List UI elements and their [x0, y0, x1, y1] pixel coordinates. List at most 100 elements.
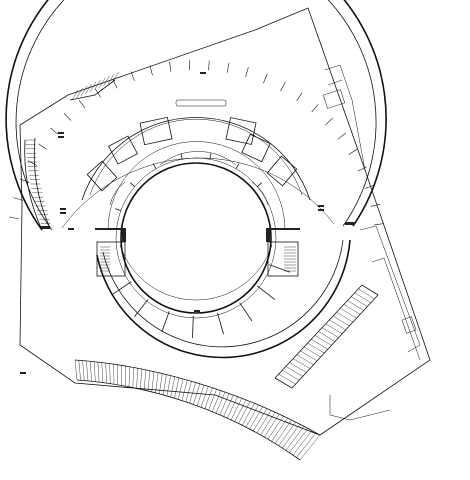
courtyard-column	[235, 163, 240, 169]
facade-mullion	[28, 160, 38, 166]
courtyard-column	[129, 182, 135, 187]
facade-mullion	[63, 113, 72, 121]
ramp-step	[215, 391, 226, 414]
se-stair-step	[282, 370, 300, 381]
ramp-step	[204, 387, 213, 409]
ramp-step	[178, 378, 184, 400]
courtyard-column	[161, 311, 170, 333]
courtyard-column	[257, 182, 263, 187]
facade-mullion	[370, 203, 381, 207]
se-stair-step	[332, 315, 350, 327]
ramp-step	[197, 385, 205, 406]
ramp-step	[219, 393, 230, 415]
ramp-step	[143, 369, 147, 391]
courtyard-column	[239, 302, 253, 322]
ramp-step	[162, 374, 167, 395]
ramp-step	[151, 371, 155, 392]
facade-mullion	[13, 197, 24, 201]
ramp-step	[223, 395, 234, 417]
north-stair-step	[94, 79, 101, 91]
ramp-step	[78, 360, 81, 381]
courtyard-column	[115, 208, 121, 212]
courtyard-column	[112, 281, 132, 295]
ramp-step	[86, 360, 89, 381]
se-stair-step	[303, 346, 321, 358]
facade-mullion	[365, 184, 375, 189]
ramp-step	[140, 369, 142, 390]
se-stair-step	[311, 339, 328, 350]
se-stair-step	[318, 331, 336, 342]
ramp-step	[264, 414, 280, 438]
ramp-step	[278, 421, 296, 446]
ramp-step	[271, 417, 288, 442]
ramp-step	[245, 404, 259, 428]
ramp-step	[227, 396, 238, 419]
facade-mullion	[130, 71, 135, 81]
ramp-step	[101, 362, 104, 383]
facade-mullion	[263, 73, 268, 84]
ramp-step	[267, 415, 284, 440]
se-stair-step	[278, 373, 296, 385]
se-stair-step	[325, 323, 343, 334]
north-stair-step	[76, 87, 83, 99]
se-stair-step	[358, 288, 375, 300]
facade-mullion	[245, 67, 249, 78]
courtyard-column	[192, 315, 194, 338]
ramp-step	[155, 372, 159, 393]
north-stair-step	[103, 75, 110, 87]
ramp-step	[170, 376, 175, 398]
ramp-step	[289, 428, 309, 453]
se-stair-step	[289, 362, 307, 373]
facade-mullion	[348, 149, 358, 155]
ramp-step	[253, 408, 268, 432]
ramp-step	[82, 360, 85, 381]
stair-core-east	[267, 241, 299, 277]
ramp-step	[147, 370, 151, 391]
courtyard-column	[257, 285, 276, 300]
ramp-step	[166, 375, 171, 396]
facade-mullion	[374, 223, 385, 226]
courtyard-ring	[107, 141, 286, 319]
ramp-step	[230, 398, 242, 420]
north-stair-step	[71, 89, 79, 101]
outer-ring	[5, 0, 387, 359]
ramp-step	[105, 363, 107, 384]
north-stair-step	[98, 77, 106, 89]
ramp-step	[242, 403, 255, 426]
facade-mullion	[208, 60, 210, 71]
facade-mullion	[337, 132, 346, 140]
north-stair	[69, 71, 119, 101]
ramp-step	[74, 359, 78, 381]
west-arc-stair	[24, 137, 51, 231]
courtyard-column	[134, 299, 149, 318]
ramp-step	[208, 389, 217, 411]
se-stair-step	[314, 335, 332, 346]
ramp-step	[212, 390, 221, 412]
se-stair-step	[340, 308, 357, 319]
ramp-step	[159, 373, 163, 394]
se-stair-step	[293, 358, 311, 369]
ramp-step	[97, 362, 100, 383]
facade-mullion	[50, 127, 59, 135]
stair-core-west	[96, 241, 126, 277]
se-stair-step	[343, 304, 361, 315]
site-boundary	[19, 7, 431, 436]
ramp-step	[274, 419, 292, 444]
courtyard-column	[217, 312, 224, 335]
ramp-step	[299, 434, 321, 461]
se-stair-step	[354, 292, 371, 303]
north-stair-step	[107, 73, 115, 85]
se-stair-step	[285, 366, 303, 377]
facade-mullions	[8, 60, 385, 226]
northeast-terrace	[322, 64, 366, 171]
ramp-step	[128, 366, 130, 387]
ramp-step	[256, 410, 272, 434]
facade-mullion	[311, 104, 319, 113]
ramp-step	[93, 361, 96, 382]
ramp-step	[238, 401, 251, 424]
se-stair-step	[322, 327, 339, 338]
courtyard-column	[152, 163, 157, 169]
annotation-marks	[20, 72, 324, 374]
ramp-step	[181, 380, 188, 401]
